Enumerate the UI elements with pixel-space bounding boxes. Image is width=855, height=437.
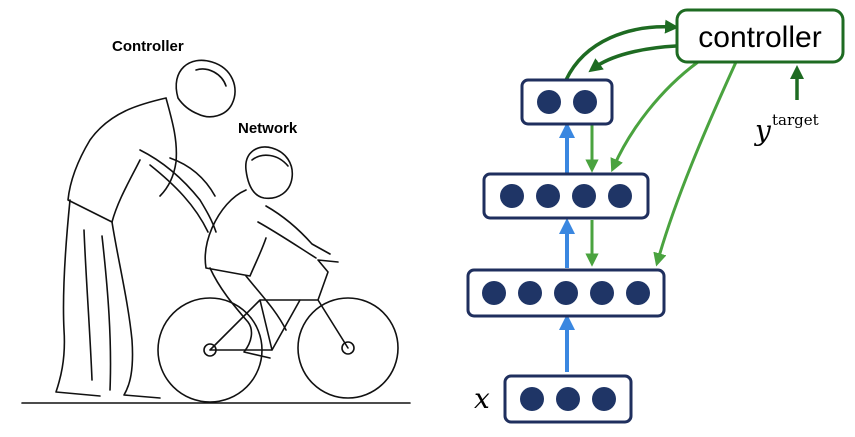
input-label: x	[474, 382, 490, 415]
output-layer-box	[520, 78, 614, 126]
bike-front-hub	[341, 341, 355, 355]
feedback-arrow-ctrl-to-h2	[610, 60, 699, 173]
controller-to-output-arrow	[588, 44, 677, 73]
neuron	[536, 184, 560, 208]
adult-legs	[55, 199, 161, 399]
hidden-layer-1-neurons	[482, 281, 650, 305]
neuron	[500, 184, 524, 208]
neuron	[590, 281, 614, 305]
controller-box	[675, 8, 845, 64]
neuron	[520, 387, 544, 411]
bike-frame	[209, 259, 349, 351]
controller-illustration-label: Controller	[112, 38, 184, 55]
neuron	[556, 387, 580, 411]
bike-illustration	[21, 59, 411, 404]
neuron	[572, 184, 596, 208]
target-label-superscript: target	[772, 111, 819, 129]
neuron	[537, 90, 561, 114]
feedback-arrow-ctrl-to-h1	[653, 61, 738, 267]
neuron	[573, 90, 597, 114]
controller-label: controller	[698, 21, 821, 54]
network-diagram: controller x y target	[466, 8, 845, 424]
child-body	[204, 189, 331, 277]
hidden-layer-2-box	[482, 172, 650, 220]
child-head	[245, 146, 294, 200]
input-layer-neurons	[520, 387, 616, 411]
adult-head	[175, 59, 236, 118]
output-layer-neurons	[537, 90, 597, 114]
adult-torso	[67, 97, 178, 223]
adult-arms	[139, 149, 217, 233]
neuron	[592, 387, 616, 411]
hidden-layer-2-neurons	[500, 184, 632, 208]
bike-front-wheel	[297, 297, 399, 399]
neuron	[554, 281, 578, 305]
neuron	[518, 281, 542, 305]
neuron	[482, 281, 506, 305]
neuron	[626, 281, 650, 305]
neuron	[608, 184, 632, 208]
target-label-base: y	[753, 114, 772, 147]
child-legs	[209, 267, 287, 359]
output-to-controller-arrow	[564, 19, 679, 81]
network-illustration-label: Network	[238, 120, 298, 137]
